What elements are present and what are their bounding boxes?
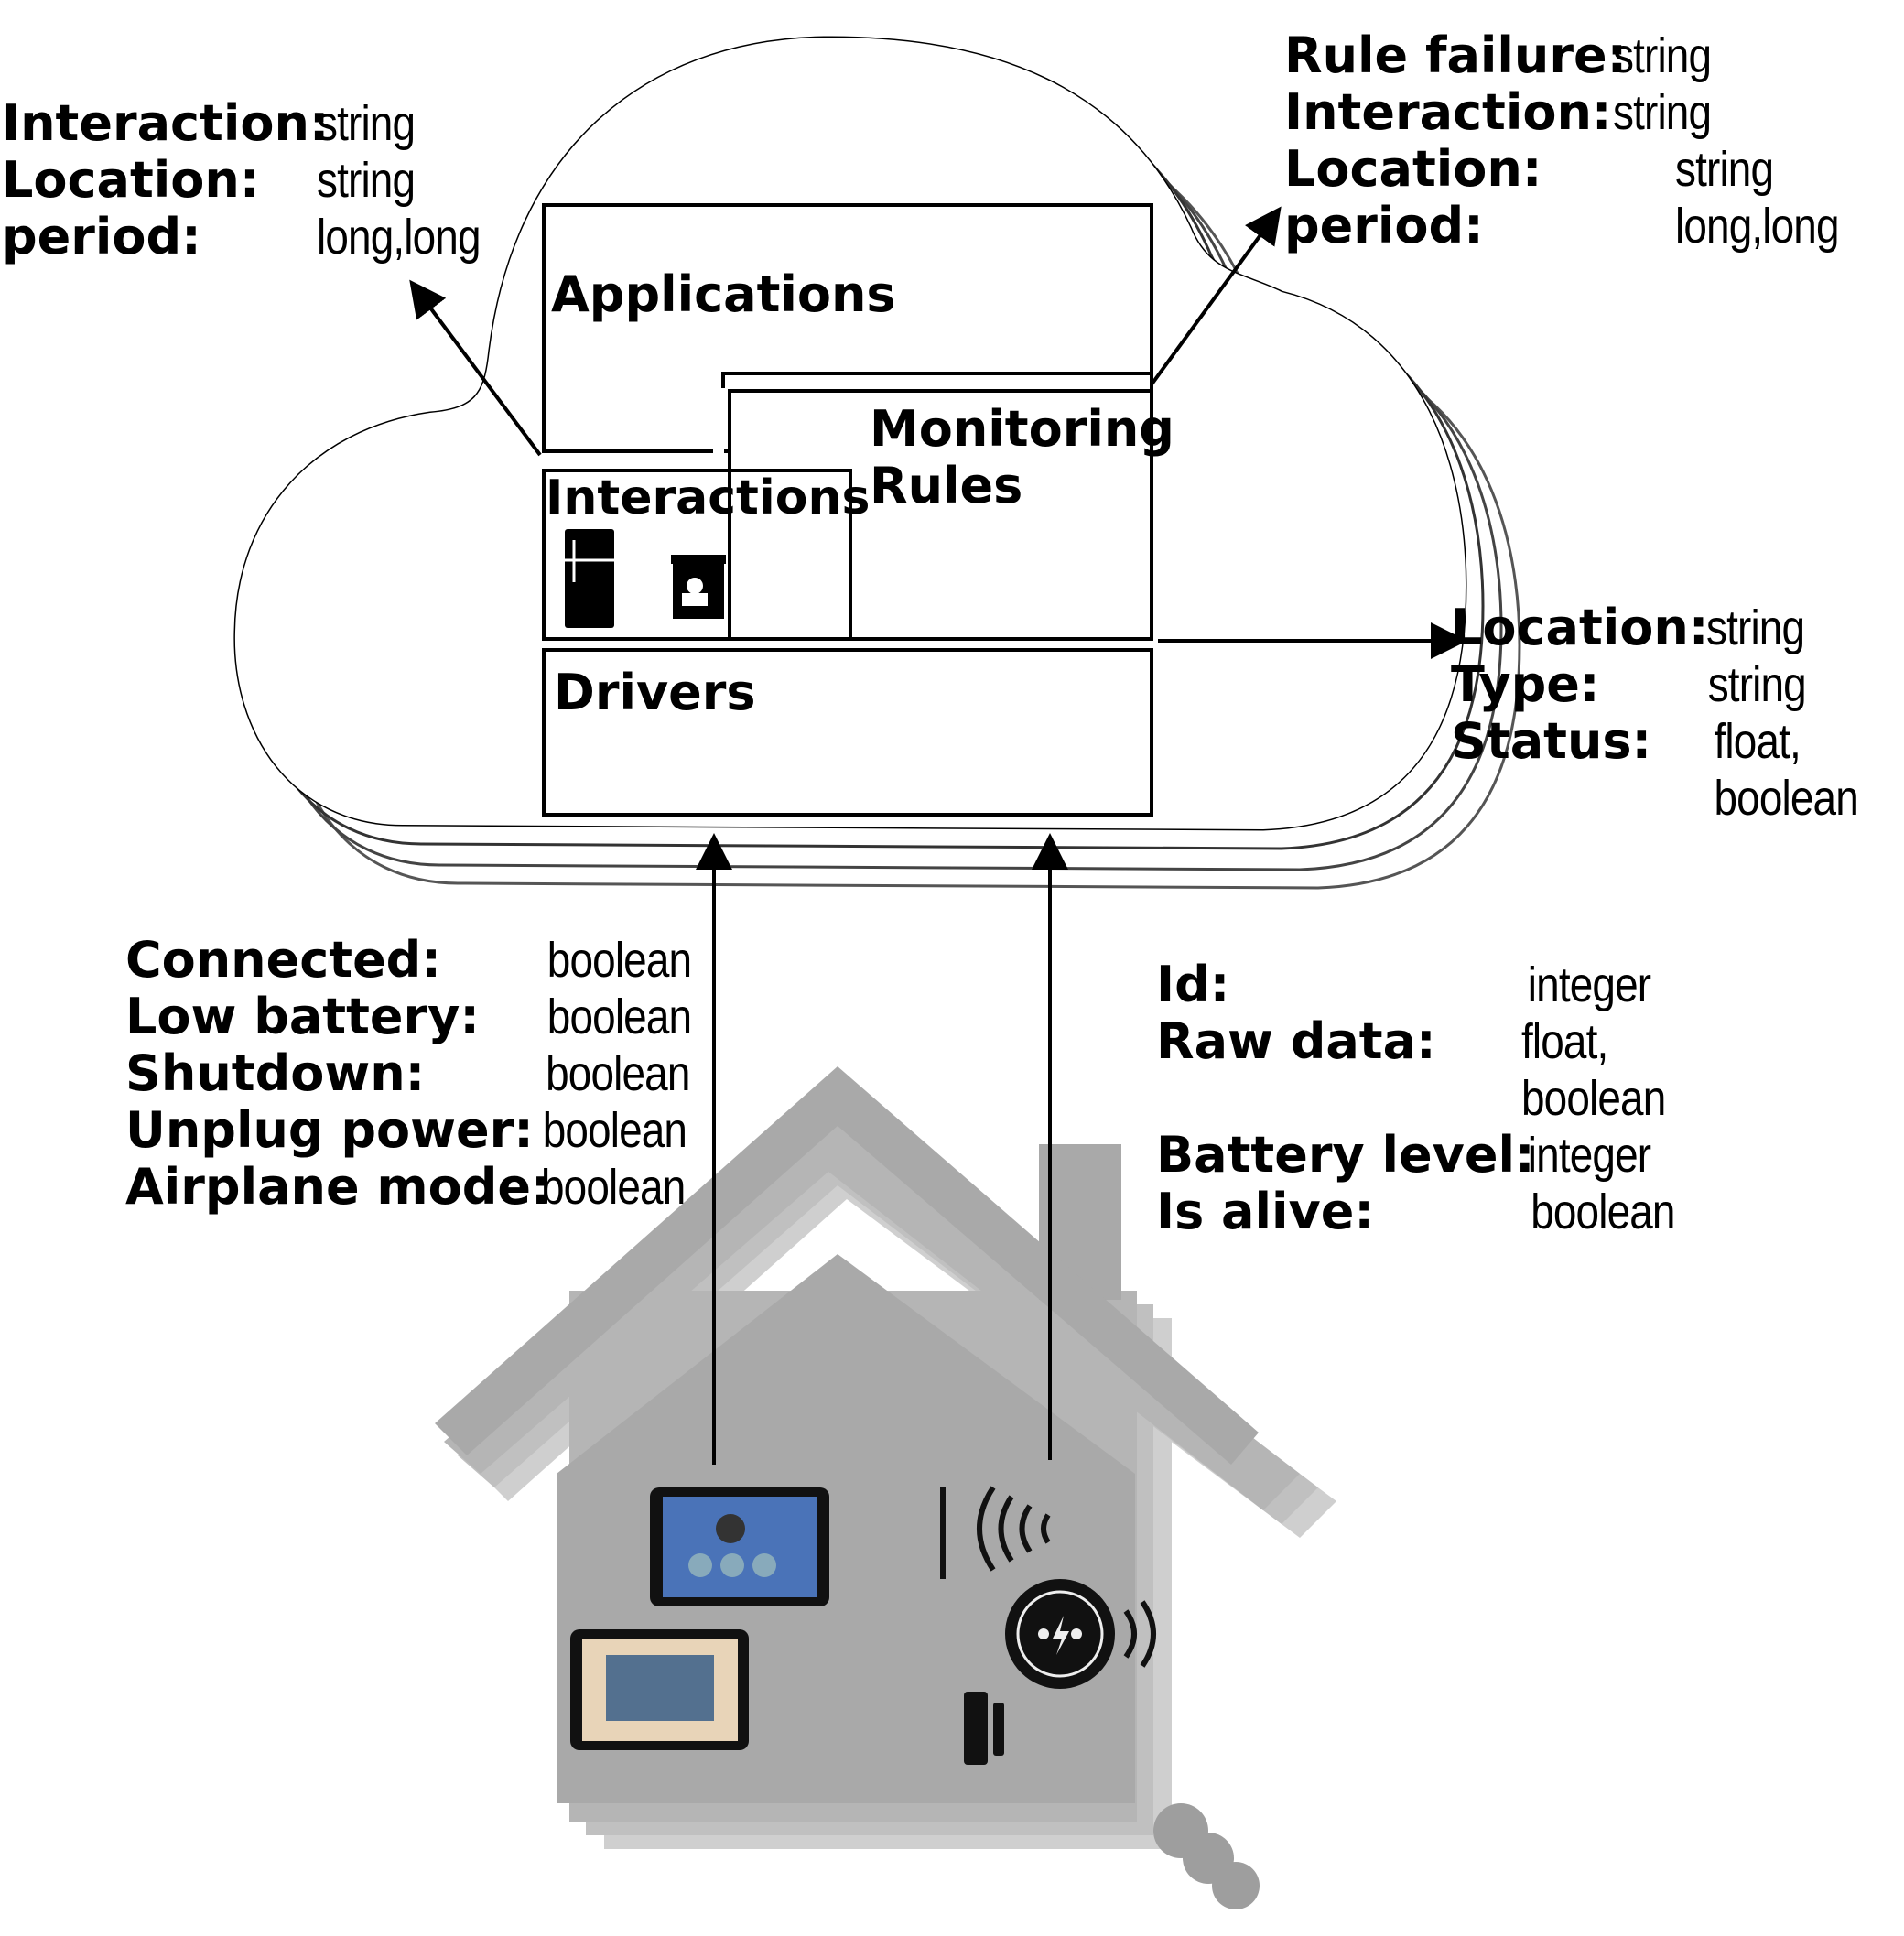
door-sensor-icon — [964, 1692, 1004, 1765]
spec-key: period: — [1284, 197, 1484, 254]
applications-block-step — [713, 366, 724, 467]
spec-value: integer — [1527, 957, 1651, 1012]
spec-value: string — [1707, 657, 1807, 712]
interactions-block — [542, 469, 852, 641]
tablet-device-icon — [570, 1629, 749, 1750]
applications-inner-edge — [721, 372, 1153, 388]
spec-key: period: — [2, 208, 201, 265]
spec-key: Low battery: — [125, 988, 480, 1045]
spec-key: Raw data: — [1156, 1012, 1436, 1070]
monitoring-rules-block — [728, 389, 1153, 641]
spec-key: Location: — [2, 151, 260, 209]
spec-value: string — [317, 96, 416, 151]
spec-mid-right: Location:string Type: string Status: float… — [1451, 600, 1889, 827]
spec-key: Interaction: — [1284, 83, 1612, 141]
spec-key: Interaction: — [2, 94, 330, 152]
spec-top-left: Interaction:string Location: string perio… — [2, 95, 527, 265]
tablet-device-icon — [650, 1487, 829, 1606]
monitoring-rules-title: Monitoring Rules — [870, 400, 1174, 514]
spec-key: Unplug power: — [125, 1101, 534, 1159]
spec-value: float, boolean — [1714, 714, 1859, 826]
spec-key: Battery level: — [1156, 1126, 1535, 1184]
spec-key: Rule failure: — [1284, 27, 1628, 84]
spec-key: Location: — [1451, 599, 1709, 656]
spec-key: Shutdown: — [125, 1044, 426, 1102]
coffee-maker-icon — [671, 555, 726, 619]
spec-key: Type: — [1451, 655, 1600, 713]
spec-value: string — [1706, 600, 1805, 655]
spec-bottom-right: Id: integer Raw data: float, boolean Batte… — [1156, 957, 1723, 1240]
spec-value: boolean — [541, 1160, 686, 1215]
spec-top-right: Rule failure:string Interaction:string L… — [1284, 27, 1851, 254]
spec-value: boolean — [546, 1046, 690, 1101]
drivers-title: Drivers — [554, 664, 756, 721]
spec-value: long,long — [1675, 199, 1840, 254]
spec-value: string — [1613, 85, 1712, 140]
applications-title: Applications — [551, 265, 896, 323]
spec-value: boolean — [546, 933, 692, 988]
spec-value: float, boolean — [1521, 1014, 1666, 1126]
spec-value: boolean — [542, 1103, 687, 1158]
spec-key: Status: — [1451, 712, 1652, 770]
spec-key: Connected: — [125, 931, 441, 989]
refrigerator-icon — [565, 529, 614, 628]
spec-value: string — [1675, 142, 1774, 197]
spec-value: boolean — [546, 990, 692, 1044]
wireless-sensor-icon — [940, 1486, 1051, 1579]
spec-value: string — [1613, 28, 1712, 83]
spec-bottom-left: Connected: boolean Low battery: boolean Sh… — [125, 932, 724, 1216]
spec-value: boolean — [1531, 1184, 1675, 1239]
spec-value: string — [317, 153, 416, 208]
drivers-block — [542, 648, 1153, 817]
spec-key: Airplane mode: — [125, 1158, 551, 1216]
spec-key: Id: — [1156, 956, 1230, 1013]
spec-value: integer — [1527, 1128, 1651, 1183]
connector-arrows — [409, 206, 1467, 1465]
interactions-title: Interactions — [546, 470, 871, 525]
spec-key: Location: — [1284, 140, 1542, 198]
smart-plug-icon — [1005, 1579, 1156, 1689]
spec-value: long,long — [317, 210, 481, 265]
spec-key: Is alive: — [1156, 1183, 1374, 1240]
